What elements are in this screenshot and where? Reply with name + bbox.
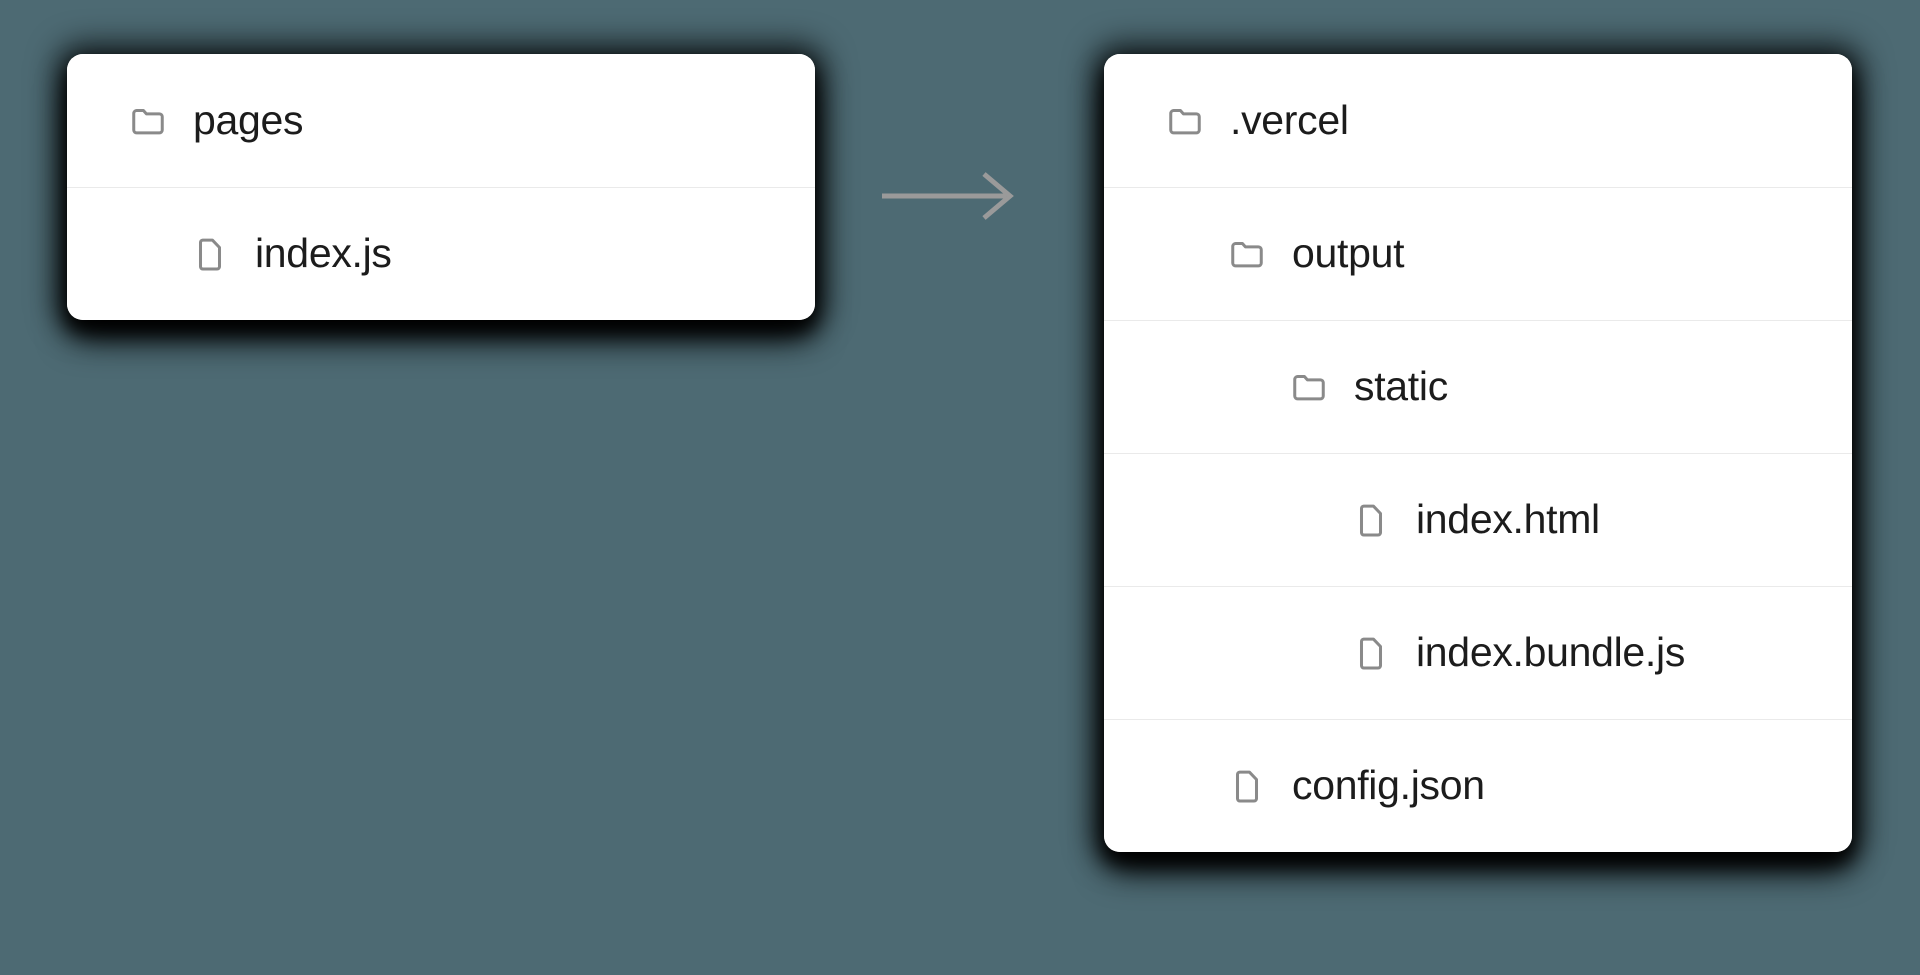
file-icon [191, 235, 229, 273]
tree-row-index-js[interactable]: index.js [67, 187, 815, 320]
folder-icon [1166, 102, 1204, 140]
tree-row-label: index.js [255, 230, 392, 276]
tree-row-label: output [1292, 230, 1405, 276]
output-file-tree-card: .vercel output static [1104, 54, 1852, 852]
tree-row-label: index.html [1416, 496, 1600, 542]
tree-row-output[interactable]: output [1104, 187, 1852, 320]
tree-row-label: .vercel [1230, 97, 1349, 143]
tree-row-config-json[interactable]: config.json [1104, 719, 1852, 852]
file-icon [1352, 634, 1390, 672]
tree-row-label: pages [193, 97, 304, 143]
arrow-right-icon [880, 168, 1020, 224]
tree-row-static[interactable]: static [1104, 320, 1852, 453]
source-file-tree-card: pages index.js [67, 54, 815, 320]
tree-row-label: index.bundle.js [1416, 629, 1686, 675]
tree-row-label: config.json [1292, 762, 1485, 808]
file-icon [1228, 767, 1266, 805]
folder-icon [1290, 368, 1328, 406]
folder-icon [129, 102, 167, 140]
tree-row-index-html[interactable]: index.html [1104, 453, 1852, 586]
tree-row-vercel[interactable]: .vercel [1104, 54, 1852, 187]
tree-row-index-bundle-js[interactable]: index.bundle.js [1104, 586, 1852, 719]
tree-row-label: static [1354, 363, 1448, 409]
file-icon [1352, 501, 1390, 539]
folder-icon [1228, 235, 1266, 273]
tree-row-pages[interactable]: pages [67, 54, 815, 187]
